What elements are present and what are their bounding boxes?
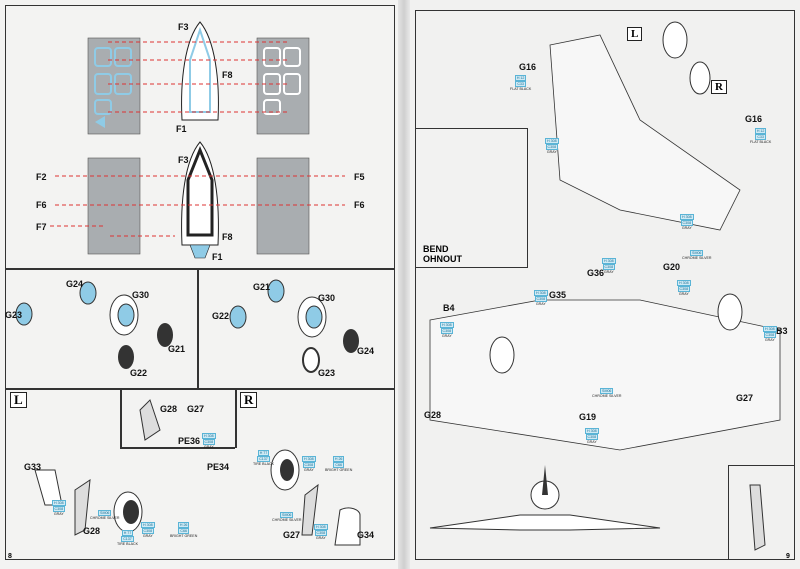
part-label: G36 — [587, 268, 605, 278]
divider — [120, 447, 235, 449]
divider — [235, 388, 237, 448]
side-marker-left: L — [10, 392, 27, 408]
part-label: G28 — [160, 404, 178, 414]
part-label: PE34 — [207, 462, 230, 472]
right-page-frame — [415, 10, 795, 560]
part-label: F8 — [222, 232, 233, 242]
side-marker-right: R — [240, 392, 258, 408]
part-label: G27 — [283, 530, 301, 540]
part-label: G35 — [549, 290, 567, 300]
part-label: F1 — [212, 252, 223, 262]
page-number: 9 — [786, 553, 790, 560]
mask-sheet-bottom-left — [87, 157, 141, 255]
canopy-top — [181, 21, 219, 121]
part-label: F3 — [178, 155, 189, 165]
part-label: F8 — [222, 70, 233, 80]
mask-sheet-top-left — [87, 37, 141, 135]
part-label: F6 — [36, 200, 47, 210]
part-label: G22 — [212, 311, 230, 321]
part-label: F3 — [178, 22, 189, 32]
part-label: F7 — [36, 222, 47, 232]
part-label: G28 — [83, 526, 101, 536]
part-label: B3 — [776, 326, 788, 336]
part-label: G22 — [130, 368, 148, 378]
part-label: G24 — [66, 279, 84, 289]
divider — [197, 268, 199, 388]
part-label: B4 — [443, 303, 455, 313]
left-page-frame — [5, 5, 395, 560]
part-label: G16 — [519, 62, 537, 72]
mask-sheet-bottom-right — [256, 157, 310, 255]
part-label: G28 — [424, 410, 442, 420]
part-label: G19 — [579, 412, 597, 422]
detail-inset-frame-small — [728, 465, 795, 560]
part-label: G27 — [736, 393, 754, 403]
part-label: G24 — [357, 346, 375, 356]
page-gutter — [398, 0, 410, 569]
divider — [5, 388, 395, 390]
mask-sheet-top-right — [256, 37, 310, 135]
part-label: G30 — [132, 290, 150, 300]
part-label: G21 — [168, 344, 186, 354]
part-label: F5 — [354, 172, 365, 182]
divider — [120, 388, 122, 448]
part-label: G21 — [253, 282, 271, 292]
part-label: F1 — [176, 124, 187, 134]
side-marker-right: R — [711, 80, 727, 94]
part-label: PE36 — [178, 436, 201, 446]
side-marker-left: L — [627, 27, 643, 41]
part-label: G20 — [663, 262, 681, 272]
leader-lines-top — [108, 41, 290, 113]
detail-inset-frame — [415, 128, 528, 268]
part-label: F6 — [354, 200, 365, 210]
part-label: G30 — [318, 293, 336, 303]
part-label: G16 — [745, 114, 763, 124]
part-label: F2 — [36, 172, 47, 182]
part-label: G23 — [5, 310, 23, 320]
page-number: 8 — [8, 553, 12, 560]
divider — [5, 268, 395, 270]
part-label: G27 — [187, 404, 205, 414]
part-label: G23 — [318, 368, 336, 378]
part-label: G33 — [24, 462, 42, 472]
part-label: G34 — [357, 530, 375, 540]
